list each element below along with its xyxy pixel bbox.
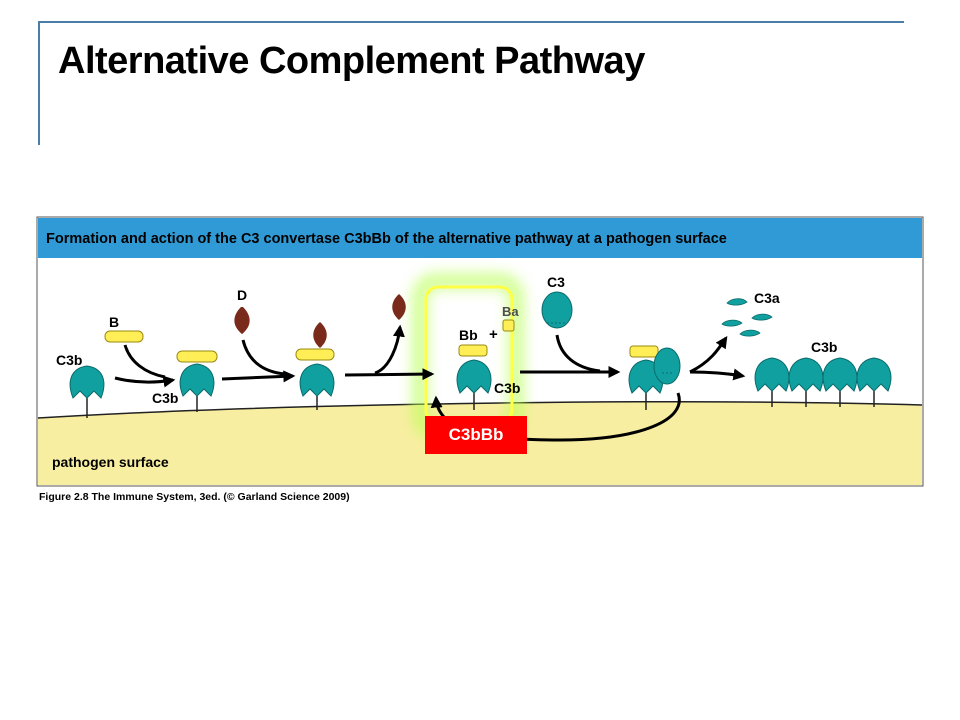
factor-ba-shape (502, 319, 515, 332)
c3b-b-complex (176, 350, 218, 412)
deposited-c3b-molecules (754, 357, 892, 407)
membrane-line (37, 401, 923, 419)
c3bbb-highlight-label: C3bBb (425, 416, 527, 454)
arrow-to-c3a (689, 336, 728, 374)
figure-caption: Figure 2.8 The Immune System, 3ed. (© Ga… (39, 491, 350, 503)
factor-d-released (392, 294, 406, 320)
label-ba: Ba (502, 304, 519, 319)
surface-label: pathogen surface (52, 454, 169, 470)
arrow-1-branch (123, 344, 166, 379)
factor-b-shape (104, 330, 144, 343)
arrow-to-c3b (689, 368, 746, 381)
label-plus: + (489, 326, 498, 343)
c3-shape (541, 291, 573, 329)
label-c3: C3 (547, 274, 565, 290)
convertase-cleaving-c3 (628, 345, 681, 410)
label-c3a: C3a (754, 290, 780, 306)
arrow-1 (114, 375, 176, 388)
label-c3b-2: C3b (152, 390, 178, 406)
label-bb: Bb (459, 327, 478, 343)
c3b-stage-1 (69, 365, 105, 418)
arrow-d-branch (241, 339, 286, 376)
arrow-c3-branch (555, 334, 601, 373)
slide-frame-top-line (38, 21, 904, 23)
label-b: B (109, 314, 119, 330)
arrow-2 (221, 370, 296, 383)
label-c3b-deposited: C3b (811, 339, 837, 355)
figure-header-band (38, 218, 922, 258)
label-d: D (237, 287, 247, 303)
arrow-d-release (374, 324, 405, 375)
label-c3b-convertase: C3b (494, 380, 520, 396)
c3-convertase-c3bbb (456, 344, 492, 410)
label-c3b-1: C3b (56, 352, 82, 368)
c3b-b-d-complex (295, 322, 335, 410)
figure-header-text: Formation and action of the C3 convertas… (46, 231, 727, 247)
arrow-3 (344, 368, 435, 381)
slide-frame-left-line (38, 21, 40, 145)
factor-d-body (234, 307, 250, 334)
slide-title: Alternative Complement Pathway (58, 40, 645, 82)
c3a-fragments (721, 298, 773, 337)
